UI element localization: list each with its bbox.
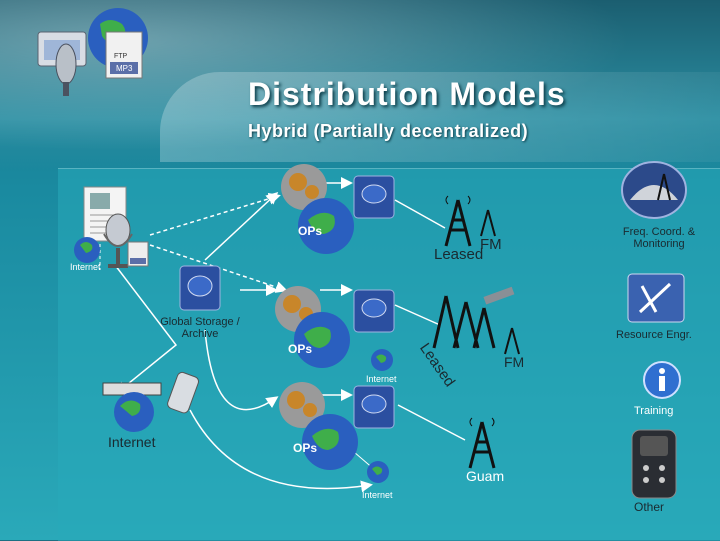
earth-globe-icon bbox=[302, 414, 358, 470]
radio-tower-icon bbox=[480, 209, 496, 237]
internet-top-label: Internet bbox=[70, 262, 101, 272]
global-storage-label: Global Storage / Archive bbox=[160, 316, 240, 340]
ops-label-2: OPs bbox=[288, 342, 313, 356]
page-title: Distribution Models bbox=[248, 76, 566, 112]
earth-globe-icon bbox=[294, 312, 350, 368]
internet-bottom-label: Internet bbox=[362, 490, 393, 500]
training-label: Training bbox=[634, 405, 674, 417]
earth-globe-icon bbox=[298, 198, 354, 254]
globe-icon bbox=[114, 392, 154, 432]
internet-mid-label: Internet bbox=[366, 374, 397, 384]
other-label: Other bbox=[634, 500, 665, 514]
phone-icon bbox=[167, 371, 199, 414]
svg-text:FTP: FTP bbox=[114, 53, 128, 60]
gears-icon bbox=[281, 164, 327, 210]
fm-label-1: FM bbox=[480, 236, 502, 253]
radio-tower-icon bbox=[468, 417, 496, 469]
tools-icon bbox=[627, 273, 685, 323]
microphone-icon bbox=[103, 213, 133, 268]
internet-bottom-left-label: Internet bbox=[108, 434, 156, 450]
global-storage-server-icon bbox=[179, 265, 221, 311]
globe-icon bbox=[371, 349, 393, 371]
gears-icon bbox=[279, 382, 325, 428]
server-icon bbox=[353, 175, 395, 219]
globe-icon bbox=[367, 461, 389, 483]
guam-label: Guam bbox=[466, 468, 505, 484]
info-icon bbox=[643, 361, 681, 399]
svg-text:MP3: MP3 bbox=[116, 64, 133, 73]
radio-tower-icon bbox=[432, 295, 496, 349]
ops-label-3: OPs bbox=[293, 441, 318, 455]
satellite-dish-icon bbox=[483, 286, 515, 305]
server-icon bbox=[353, 385, 395, 429]
radio-device-icon bbox=[631, 429, 677, 499]
resource-engr-label: Resource Engr. bbox=[616, 329, 692, 341]
page-subtitle: Hybrid (Partially decentralized) bbox=[248, 121, 529, 141]
fm-label-2: FM bbox=[504, 354, 525, 370]
freq-coord-label: Freq. Coord. & Monitoring bbox=[622, 226, 696, 250]
radio-tower-icon bbox=[504, 327, 520, 355]
server-icon bbox=[353, 289, 395, 333]
audio-file-icon bbox=[127, 241, 149, 267]
globe-mp3-ftp-icon: MP3 FTP bbox=[37, 8, 148, 96]
leased-label-1: Leased bbox=[434, 246, 484, 263]
ops-label-1: OPs bbox=[298, 224, 323, 238]
globe-icon bbox=[74, 237, 100, 263]
header-swoosh bbox=[160, 72, 720, 162]
radio-tower-icon bbox=[444, 195, 472, 247]
satellite-monitoring-icon bbox=[621, 161, 687, 219]
